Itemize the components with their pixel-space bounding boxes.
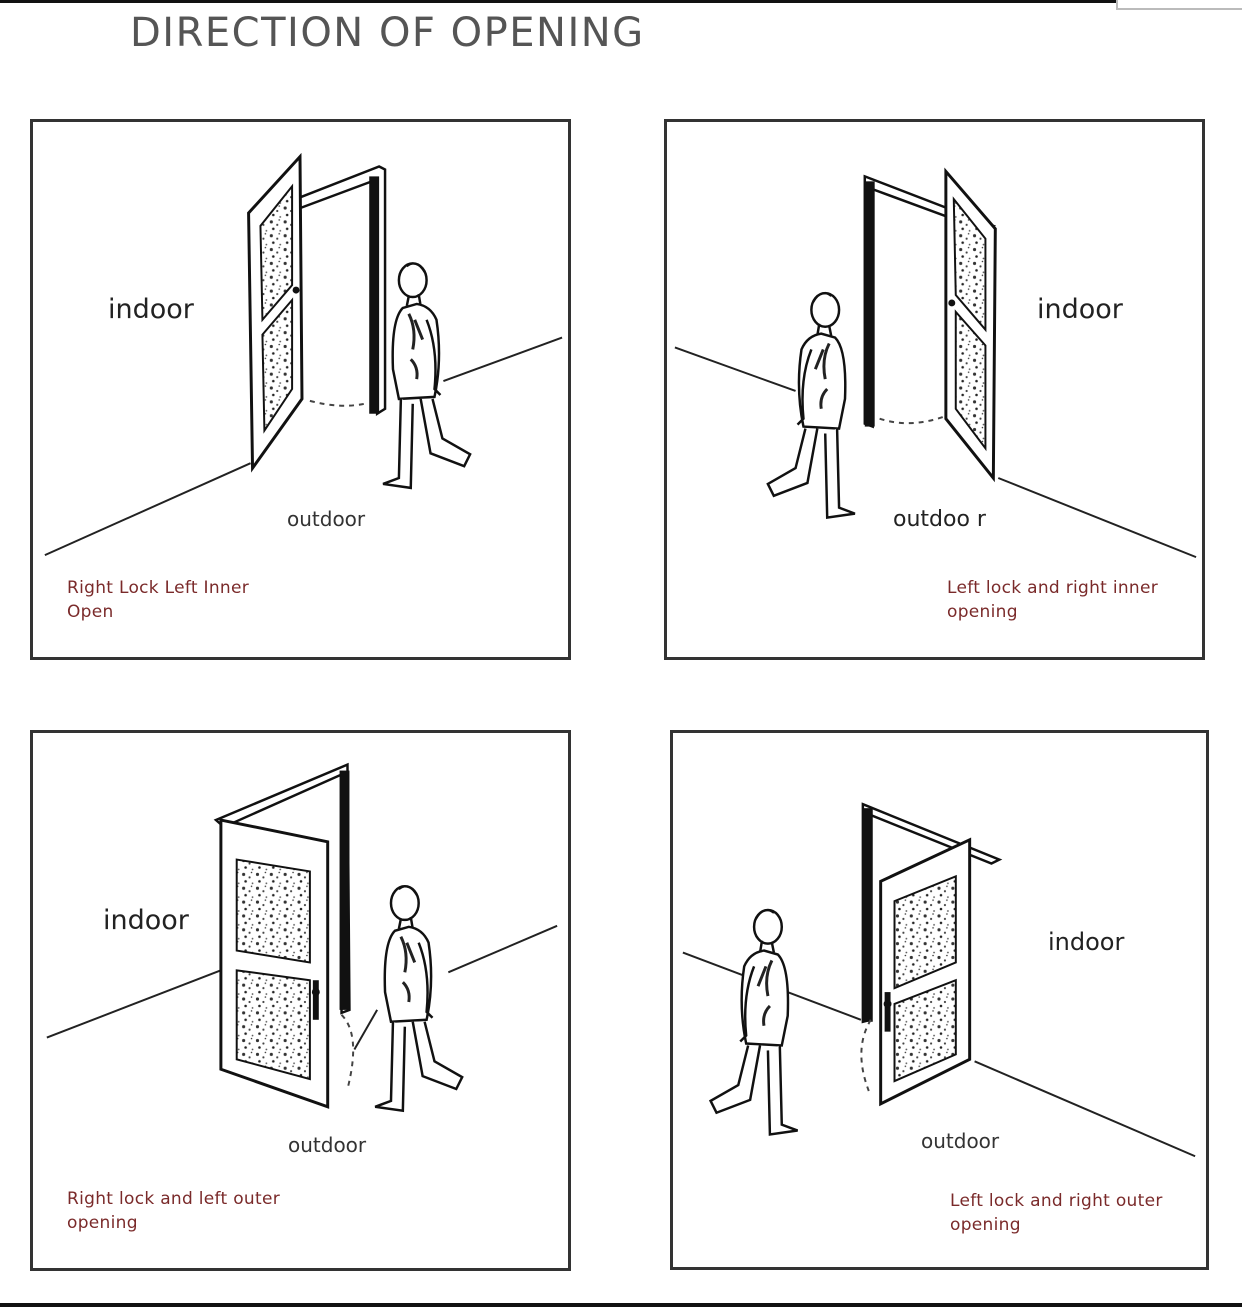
door-scene-4 <box>682 802 1196 1158</box>
top-rule <box>0 0 1242 3</box>
outdoor-label: outdoor <box>288 1133 367 1157</box>
door-scene-3 <box>46 762 558 1113</box>
bottom-rule <box>0 1303 1242 1307</box>
panel-left-lock-right-inner: indoor outdoo r Left lock and right inne… <box>664 119 1205 660</box>
door-scene-2 <box>674 167 1197 559</box>
caption-2: Left lock and right inner opening <box>947 578 1159 622</box>
outdoor-label: outdoor <box>287 507 366 531</box>
indoor-label: indoor <box>108 294 194 325</box>
walking-person-figure <box>766 291 857 520</box>
panel-right-lock-left-inner: indoor outdoor Right Lock Left Inner Ope… <box>30 119 571 660</box>
indoor-label: indoor <box>1037 294 1123 325</box>
walking-person-figure <box>709 908 800 1136</box>
page-title: DIRECTION OF OPENING <box>130 10 645 56</box>
walking-person-figure <box>373 884 464 1113</box>
indoor-label: indoor <box>103 905 189 936</box>
outdoor-label: outdoo r <box>893 507 986 532</box>
indoor-label: indoor <box>1048 928 1125 956</box>
corner-tab <box>1116 0 1242 10</box>
panel-left-lock-right-outer: indoor outdoor Left lock and right outer… <box>670 730 1209 1270</box>
panel-right-lock-left-outer: indoor outdoor Right lock and left outer… <box>30 730 571 1271</box>
door-scene-1 <box>44 152 563 557</box>
caption-4: Left lock and right outer opening <box>950 1191 1163 1235</box>
outdoor-label: outdoor <box>921 1129 1000 1153</box>
caption-1: Right Lock Left Inner Open <box>67 578 250 622</box>
caption-3: Right lock and left outer opening <box>67 1189 281 1233</box>
